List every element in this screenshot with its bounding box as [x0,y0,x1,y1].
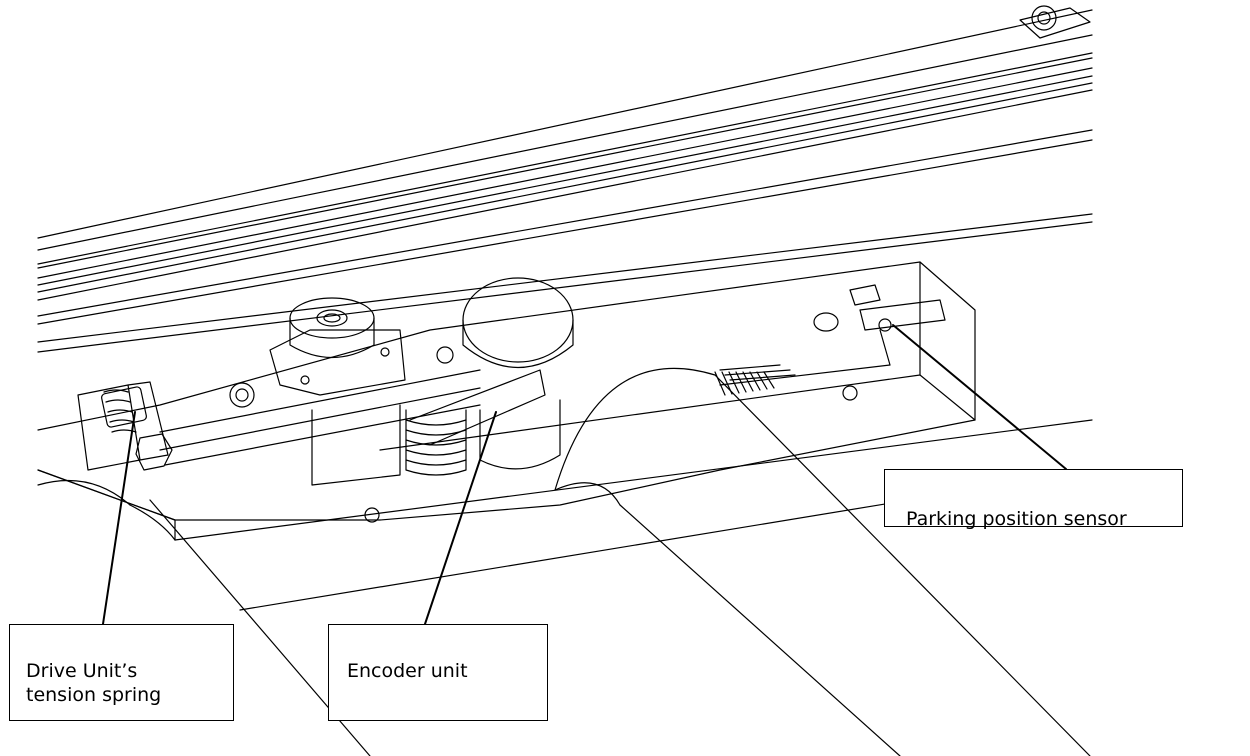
callout-parking-sensor-label: Parking position sensor [906,508,1127,530]
rail-profile [37,9,1093,353]
drive-housing [37,261,1093,611]
callout-encoder-unit-label: Encoder unit [347,660,468,682]
callout-encoder-unit: Encoder unit [328,624,548,721]
roller-tube [149,367,1091,756]
callout-leader-lines [102,324,1067,625]
encoder-assembly [311,277,574,523]
callout-tension-spring-label: Drive Unit’s tension spring [26,660,162,706]
drive-pulley [229,297,454,408]
callout-parking-sensor: Parking position sensor [884,469,1183,530]
mounting-bracket [1019,5,1091,39]
parking-sensor-assembly [714,284,946,401]
tension-spring-assembly [77,369,481,471]
callout-tension-spring: Drive Unit’s tension spring [9,624,234,721]
